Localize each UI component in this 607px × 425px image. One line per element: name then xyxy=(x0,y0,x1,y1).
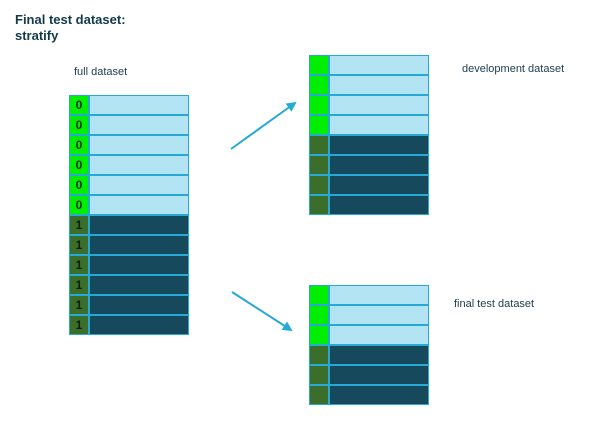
final-test-dataset-data-cell xyxy=(329,285,429,305)
final-test-dataset-label: final test dataset xyxy=(454,298,535,310)
arrow-to-final-test xyxy=(231,291,293,332)
development-dataset-class-cell xyxy=(309,195,329,215)
full-dataset-class-cell: 1 xyxy=(69,295,89,315)
development-dataset-label: development dataset xyxy=(462,63,565,75)
full-dataset-label: full dataset xyxy=(74,66,128,78)
development-dataset-data-cell xyxy=(329,175,429,195)
arrow-to-development xyxy=(230,101,297,150)
full-dataset-class-cell: 1 xyxy=(69,215,89,235)
final-test-dataset-data-cell xyxy=(329,305,429,325)
development-dataset-data-cell xyxy=(329,115,429,135)
final-test-dataset-data-cell xyxy=(329,325,429,345)
development-dataset-class-cell xyxy=(309,95,329,115)
final-test-dataset-data-cell xyxy=(329,365,429,385)
full-dataset-data-cell xyxy=(89,155,189,175)
full-dataset-data-cell xyxy=(89,195,189,215)
diagram-title: Final test dataset: stratify xyxy=(15,12,126,44)
development-dataset-data-cell xyxy=(329,95,429,115)
full-dataset-data-cell xyxy=(89,275,189,295)
full-dataset-class-cell: 1 xyxy=(69,275,89,295)
development-dataset-table xyxy=(309,55,429,215)
full-dataset-class-cell: 1 xyxy=(69,255,89,275)
final-test-dataset-class-cell xyxy=(309,285,329,305)
final-test-dataset-table xyxy=(309,285,429,405)
final-test-dataset-class-cell xyxy=(309,345,329,365)
full-dataset-data-cell xyxy=(89,315,189,335)
development-dataset-class-cell xyxy=(309,175,329,195)
full-dataset-data-cell xyxy=(89,295,189,315)
full-dataset-class-cell: 0 xyxy=(69,175,89,195)
full-dataset-data-cell xyxy=(89,95,189,115)
full-dataset-class-cell: 0 xyxy=(69,135,89,155)
final-test-dataset-class-cell xyxy=(309,385,329,405)
full-dataset-class-cell: 1 xyxy=(69,315,89,335)
full-dataset-data-cell xyxy=(89,135,189,155)
title-line-1: Final test dataset: xyxy=(15,12,126,27)
final-test-dataset-data-cell xyxy=(329,385,429,405)
full-dataset-class-cell: 0 xyxy=(69,195,89,215)
development-dataset-data-cell xyxy=(329,55,429,75)
full-dataset-data-cell xyxy=(89,215,189,235)
title-line-2: stratify xyxy=(15,28,59,43)
full-dataset-data-cell xyxy=(89,175,189,195)
full-dataset-class-cell: 1 xyxy=(69,235,89,255)
development-dataset-data-cell xyxy=(329,75,429,95)
development-dataset-data-cell xyxy=(329,195,429,215)
development-dataset-data-cell xyxy=(329,155,429,175)
development-dataset-class-cell xyxy=(309,155,329,175)
full-dataset-class-cell: 0 xyxy=(69,115,89,135)
final-test-dataset-data-cell xyxy=(329,345,429,365)
full-dataset-data-cell xyxy=(89,115,189,135)
development-dataset-class-cell xyxy=(309,115,329,135)
development-dataset-class-cell xyxy=(309,55,329,75)
full-dataset-data-cell xyxy=(89,255,189,275)
final-test-dataset-class-cell xyxy=(309,325,329,345)
development-dataset-class-cell xyxy=(309,135,329,155)
final-test-dataset-class-cell xyxy=(309,305,329,325)
development-dataset-data-cell xyxy=(329,135,429,155)
final-test-dataset-class-cell xyxy=(309,365,329,385)
development-dataset-class-cell xyxy=(309,75,329,95)
full-dataset-data-cell xyxy=(89,235,189,255)
full-dataset-class-cell: 0 xyxy=(69,155,89,175)
full-dataset-class-cell: 0 xyxy=(69,95,89,115)
